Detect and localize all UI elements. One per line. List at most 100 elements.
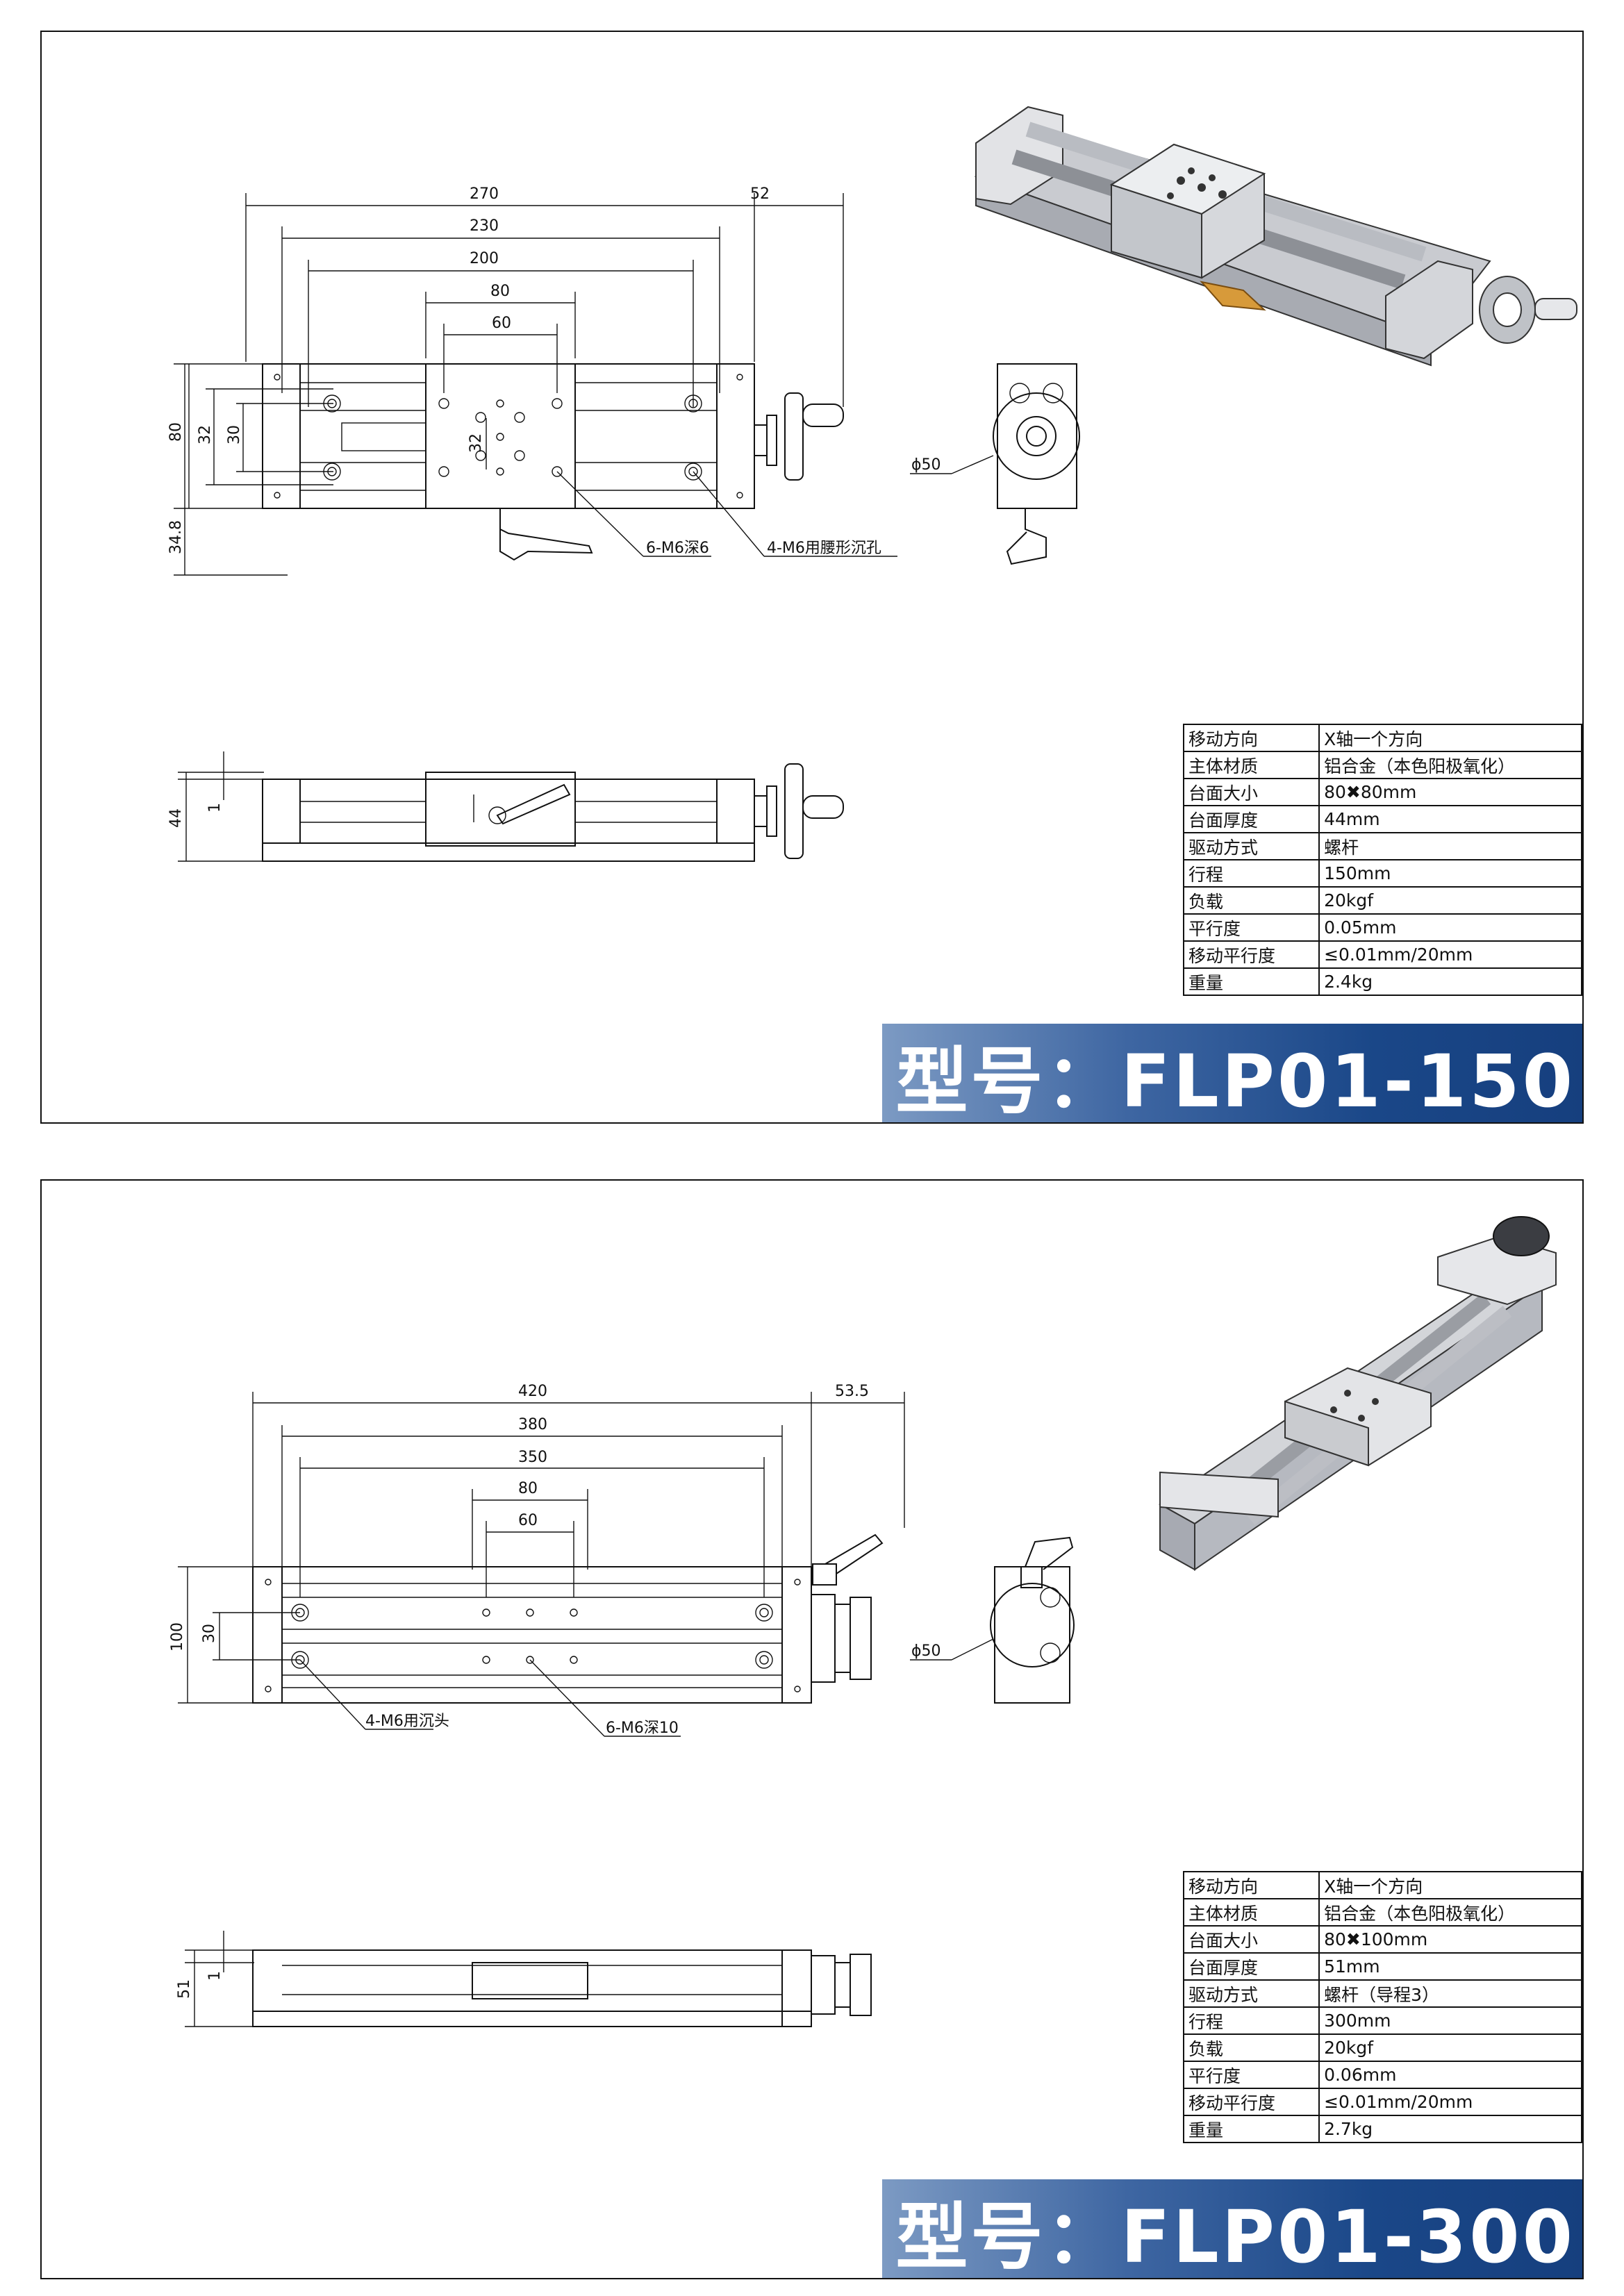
label-6-m6: 6-M6深10: [606, 1720, 679, 1737]
top-view: 420 53.5 380 350 80 60 100 30: [169, 1383, 905, 1737]
dim-center-32: 32: [467, 433, 485, 453]
spec-key: 行程: [1182, 2006, 1320, 2035]
dim-60: 60: [518, 1512, 538, 1529]
spec-value: ≤0.01mm/20mm: [1318, 940, 1582, 969]
spec-row: 移动平行度≤0.01mm/20mm: [1182, 2088, 1582, 2116]
spec-value: 20kgf: [1318, 886, 1582, 915]
label-dia-50: ϕ50: [911, 456, 941, 474]
spec-key: 台面大小: [1182, 1925, 1320, 1954]
spec-key: 台面大小: [1182, 778, 1320, 806]
spec-key: 驱动方式: [1182, 1979, 1320, 2008]
label-4-m6: 4-M6用沉头: [365, 1713, 449, 1730]
dim-1: 1: [206, 1971, 224, 1981]
spec-key: 重量: [1182, 2115, 1320, 2143]
dim-380: 380: [518, 1416, 547, 1433]
side-view: 44 1: [167, 751, 844, 862]
isometric-render: [1159, 1216, 1557, 1571]
spec-row: 驱动方式螺杆（导程3）: [1182, 1979, 1582, 2008]
dim-230: 230: [470, 217, 499, 235]
dim-32: 32: [197, 425, 214, 444]
drawing-sheet-flp01-300: 420 53.5 380 350 80 60 100 30: [40, 1179, 1584, 2279]
spec-key: 主体材质: [1182, 751, 1320, 779]
dim-52: 52: [750, 185, 770, 203]
drawing-sheet-flp01-150: 270 52 230 200 80 60 80 34.8 32 30: [40, 31, 1584, 1124]
spec-key: 移动方向: [1182, 1871, 1320, 1899]
spec-key: 驱动方式: [1182, 832, 1320, 860]
dim-350: 350: [518, 1449, 547, 1466]
spec-value: 150mm: [1318, 859, 1582, 888]
dim-51: 51: [176, 1979, 193, 1999]
end-view: ϕ50: [910, 1536, 1075, 1704]
technical-drawing: 270 52 230 200 80 60 80 34.8 32 30: [167, 106, 1577, 862]
spec-value: 0.05mm: [1318, 913, 1582, 942]
spec-value: X轴一个方向: [1318, 1871, 1582, 1899]
spec-value: 51mm: [1318, 1952, 1582, 1981]
spec-row: 主体材质铝合金（本色阳极氧化）: [1182, 1898, 1582, 1927]
model-title: 型号：FLP01-300: [895, 2194, 1575, 2279]
dim-53-5: 53.5: [835, 1383, 869, 1400]
model-title: 型号：FLP01-150: [895, 1038, 1575, 1124]
label-6-m6: 6-M6深6: [646, 540, 709, 557]
spec-key: 负载: [1182, 886, 1320, 915]
dim-80: 80: [490, 283, 510, 300]
spec-key: 负载: [1182, 2033, 1320, 2062]
dim-1: 1: [206, 803, 224, 813]
dim-420: 420: [518, 1383, 547, 1400]
model-banner: 型号：FLP01-150: [882, 1024, 1582, 1124]
spec-row: 驱动方式螺杆: [1182, 832, 1582, 860]
spec-key: 移动平行度: [1182, 940, 1320, 969]
spec-value: 20kgf: [1318, 2033, 1582, 2062]
spec-value: 0.06mm: [1318, 2061, 1582, 2089]
spec-row: 移动平行度≤0.01mm/20mm: [1182, 940, 1582, 969]
side-view: 51 1: [176, 1931, 872, 2027]
dim-30: 30: [226, 425, 243, 444]
spec-key: 主体材质: [1182, 1898, 1320, 1927]
spec-value: 2.7kg: [1318, 2115, 1582, 2143]
model-banner: 型号：FLP01-300: [882, 2179, 1582, 2279]
label-dia-50: ϕ50: [911, 1642, 941, 1660]
spec-value: 44mm: [1318, 805, 1582, 833]
spec-value: 铝合金（本色阳极氧化）: [1318, 1898, 1582, 1927]
spec-value: 80✖100mm: [1318, 1925, 1582, 1954]
spec-value: X轴一个方向: [1318, 724, 1582, 752]
spec-value: 300mm: [1318, 2006, 1582, 2035]
dim-height-100: 100: [169, 1622, 186, 1652]
spec-value: 2.4kg: [1318, 967, 1582, 996]
label-4-m6: 4-M6用腰形沉孔: [767, 540, 881, 557]
dim-44: 44: [167, 808, 185, 828]
spec-key: 平行度: [1182, 913, 1320, 942]
top-view: 270 52 230 200 80 60 80 34.8 32 30: [167, 185, 897, 576]
spec-key: 移动方向: [1182, 724, 1320, 752]
spec-value: 螺杆: [1318, 832, 1582, 860]
isometric-render: [974, 106, 1577, 367]
dim-200: 200: [470, 250, 499, 267]
spec-key: 重量: [1182, 967, 1320, 996]
spec-value: 螺杆（导程3）: [1318, 1979, 1582, 2008]
dim-34-8: 34.8: [167, 520, 185, 554]
dim-30: 30: [201, 1624, 218, 1643]
dim-270: 270: [470, 185, 499, 203]
dim-height-80: 80: [167, 422, 185, 442]
spec-key: 移动平行度: [1182, 2088, 1320, 2116]
technical-drawing: 420 53.5 380 350 80 60 100 30: [169, 1216, 1557, 2027]
spec-value: ≤0.01mm/20mm: [1318, 2088, 1582, 2116]
spec-key: 行程: [1182, 859, 1320, 888]
dim-80: 80: [518, 1480, 538, 1497]
dim-60: 60: [492, 315, 511, 332]
